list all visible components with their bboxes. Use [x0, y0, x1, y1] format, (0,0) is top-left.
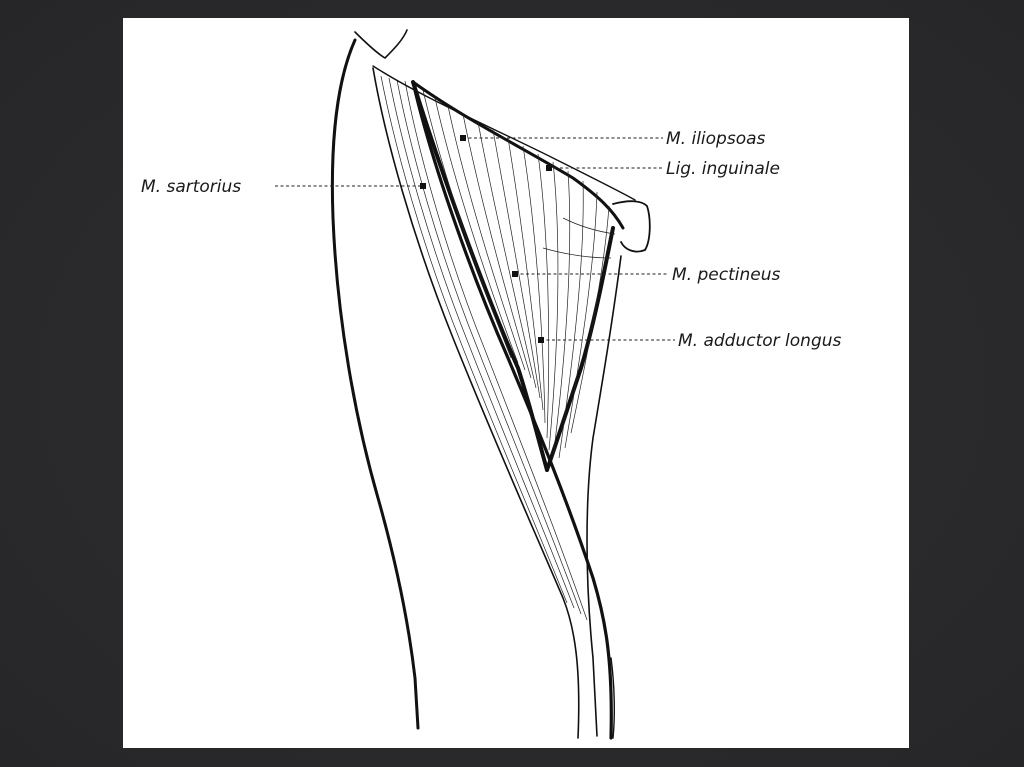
sartorius-fibers — [380, 75, 588, 621]
dot-adductor — [538, 337, 544, 343]
label-inguinale: Lig. inguinale — [666, 159, 780, 179]
label-adductor: M. adductor longus — [678, 331, 842, 351]
inguinal-ligament-upper — [372, 65, 636, 201]
label-iliopsoas: M. iliopsoas — [666, 129, 766, 149]
sartorius-outer-edge — [372, 67, 580, 739]
inguinal-ligament-edge — [411, 80, 625, 230]
pubic-tubercle — [612, 200, 651, 253]
dot-inguinale — [546, 165, 552, 171]
pointer-dots — [420, 135, 552, 343]
triangle-fibers — [422, 89, 616, 459]
leader-lines — [275, 137, 675, 341]
knee-contour — [610, 657, 616, 739]
sartorius-inner-edge — [411, 80, 613, 740]
dot-pectineus — [512, 271, 518, 277]
thigh-diagram: M. iliopsoas Lig. inguinale M. sartorius… — [141, 29, 842, 740]
triangle-medial-edge — [545, 226, 615, 472]
label-sartorius: M. sartorius — [141, 177, 241, 197]
thigh-outline-right — [586, 255, 622, 737]
hip-stub — [354, 29, 408, 59]
label-pectineus: M. pectineus — [672, 265, 780, 285]
dot-iliopsoas — [460, 135, 466, 141]
thigh-outline-left — [330, 38, 420, 730]
dot-sartorius — [420, 183, 426, 189]
anatomy-figure: M. iliopsoas Lig. inguinale M. sartorius… — [123, 18, 909, 748]
triangle-lateral-edge — [411, 80, 549, 472]
